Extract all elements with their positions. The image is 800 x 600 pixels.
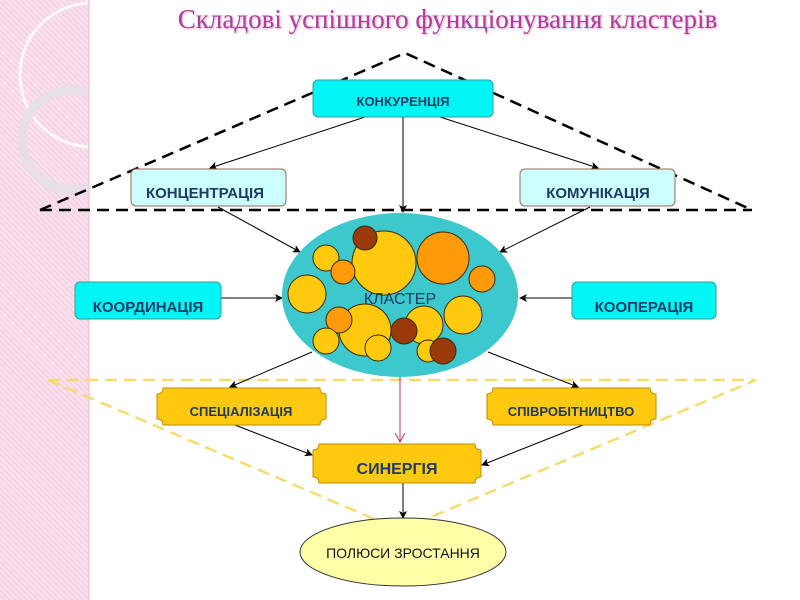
node-competition: КОНКУРЕНЦІЯ	[312, 79, 494, 118]
decorative-side-strip	[0, 0, 88, 600]
cluster-bubble	[390, 317, 418, 345]
decorative-rings	[17, 1, 88, 195]
node-label: ПОЛЮСИ ЗРОСТАННЯ	[326, 545, 480, 561]
cluster-bubble	[352, 225, 378, 251]
node-label: КОНКУРЕНЦІЯ	[357, 94, 450, 109]
cluster-bubble	[364, 334, 392, 362]
node-communication: КОМУНІКАЦІЯ	[519, 168, 676, 207]
cluster-bubble	[416, 231, 470, 285]
cluster-bubble	[330, 259, 356, 285]
node-label: КОМУНІКАЦІЯ	[546, 185, 650, 202]
cluster-bubble	[312, 244, 340, 272]
node-label: КООРДИНАЦІЯ	[93, 299, 204, 316]
node-label: СПІВРОБІТНИЦТВО	[508, 404, 635, 419]
cluster-node: КЛАСТЕР	[282, 213, 518, 377]
cluster-label: КЛАСТЕР	[364, 291, 436, 308]
node-specialization: СПЕЦІАЛІЗАЦІЯ	[156, 387, 327, 426]
cluster-bubble	[443, 295, 483, 335]
node-coordination: КООРДИНАЦІЯ	[74, 281, 222, 320]
node-synergy: СИНЕРГІЯ	[312, 443, 482, 484]
node-label: СПЕЦІАЛІЗАЦІЯ	[190, 404, 293, 419]
node-label: КООПЕРАЦІЯ	[595, 299, 694, 316]
node-cooperation: КООПЕРАЦІЯ	[571, 281, 717, 320]
node-label: КОНЦЕНТРАЦІЯ	[146, 185, 264, 202]
connector-arrows	[209, 116, 599, 519]
cluster-bubble	[312, 327, 340, 355]
cluster-bubble	[468, 265, 496, 293]
cluster-bubble	[325, 306, 353, 334]
node-concentration: КОНЦЕНТРАЦІЯ	[130, 168, 287, 207]
slide-title: Складові успішного функціонування класте…	[177, 4, 718, 34]
node-collaboration: СПІВРОБІТНИЦТВО	[486, 387, 657, 426]
cluster-bubbles	[287, 225, 496, 365]
cluster-bubble	[287, 274, 327, 314]
node-label: СИНЕРГІЯ	[357, 461, 438, 478]
cluster-bubble	[429, 337, 457, 365]
top-dashed-triangle	[39, 51, 753, 212]
node-growth-poles: ПОЛЮСИ ЗРОСТАННЯ	[299, 517, 507, 587]
